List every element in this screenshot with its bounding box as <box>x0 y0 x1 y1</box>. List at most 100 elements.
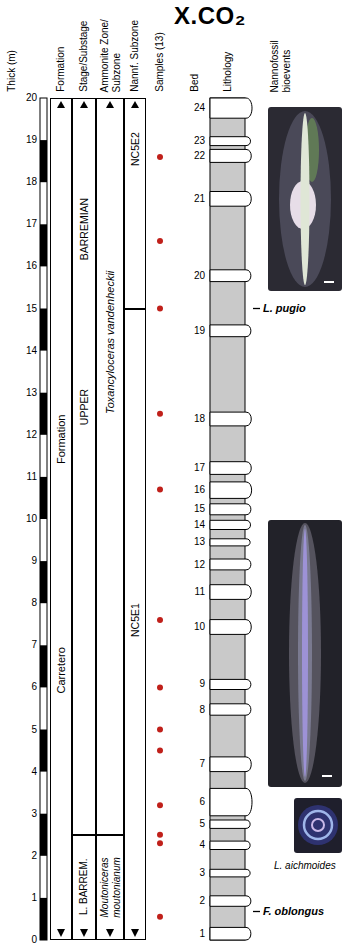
nannofossil-photo <box>268 107 342 291</box>
coccolith-ring <box>312 819 324 831</box>
arrow-up <box>131 101 139 108</box>
bed-number: 16 <box>181 484 205 496</box>
unit-name: Formation <box>55 379 68 499</box>
bed-number: 18 <box>181 413 205 425</box>
bioevent-tick <box>253 911 260 912</box>
stratigraphic-unit-box: NC5E1 <box>124 309 146 941</box>
limestone-bed <box>210 462 251 475</box>
limestone-bed <box>210 620 251 635</box>
coccolith-tint <box>298 525 312 781</box>
bed-number: 6 <box>181 796 205 808</box>
limestone-bed <box>210 192 251 207</box>
thickness-tick-label: 16 <box>14 260 37 272</box>
column-header: Formation <box>55 2 67 92</box>
arrow-up <box>106 101 114 108</box>
thickness-tick-label: 19 <box>14 134 37 146</box>
bed-number: 13 <box>181 536 205 548</box>
limestone-bed <box>210 788 252 815</box>
scale-segment <box>40 140 47 182</box>
scale-segment <box>40 224 47 266</box>
limestone-bed <box>210 585 251 600</box>
bed-number: 14 <box>181 519 205 531</box>
sample-dot <box>157 802 163 808</box>
column-header: Thick (m) <box>6 2 18 92</box>
limestone-bed <box>210 927 251 940</box>
thickness-tick-label: 12 <box>14 429 37 441</box>
limestone-bed <box>210 559 251 570</box>
scale-bar <box>40 98 47 940</box>
thickness-tick-label: 5 <box>14 724 37 736</box>
stratigraphic-unit-box: Moutoniceras moutonianum <box>96 835 124 940</box>
stratigraphic-unit-box: Carretero Formation <box>50 98 72 940</box>
scale-segment <box>40 309 47 351</box>
limestone-bed <box>210 841 250 849</box>
sample-dots <box>157 154 163 920</box>
column-header: Bed <box>189 2 201 92</box>
bioevent-label: F. oblongus <box>263 905 324 918</box>
thickness-tick-label: 13 <box>14 387 37 399</box>
limestone-bed <box>210 757 251 772</box>
thickness-tick-label: 14 <box>14 345 37 357</box>
sample-dot <box>157 832 163 838</box>
limestone-bed <box>210 539 250 546</box>
bed-number: 17 <box>181 462 205 474</box>
coccolith-body <box>279 111 331 287</box>
scale-segment <box>40 561 47 603</box>
thickness-tick-label: 15 <box>14 303 37 315</box>
scale-segment <box>40 814 47 856</box>
bed-number: 7 <box>181 758 205 770</box>
column-header: Ammonite Zone/ Subzone <box>99 2 122 92</box>
photo-ground <box>294 798 342 853</box>
unit-name: L. BARREM. <box>78 838 90 936</box>
thickness-tick-label: 0 <box>14 934 37 946</box>
thickness-tick-label: 11 <box>14 471 37 483</box>
thickness-tick-label: 8 <box>14 597 37 609</box>
thickness-tick-label: 7 <box>14 639 37 651</box>
limestone-bed <box>210 704 251 715</box>
bed-number: 22 <box>181 150 205 162</box>
unit-name: Carretero <box>55 610 68 730</box>
scale-segment <box>40 645 47 687</box>
stratigraphic-unit-box: NC5E2 <box>124 98 146 309</box>
sample-dot <box>157 306 163 312</box>
photo-ground <box>268 107 342 291</box>
sample-dot <box>157 684 163 690</box>
limestone-bed <box>210 869 250 877</box>
unit-name: Toxancyloceras vandenheckii <box>104 232 117 452</box>
stratigraphic-unit-box: L. BARREM. <box>72 835 96 940</box>
bioevent-label: L. aichmoides <box>274 860 336 872</box>
bed-number: 11 <box>181 586 205 598</box>
scale-segment <box>40 393 47 435</box>
scale-segment <box>40 730 47 772</box>
arrow-down <box>57 929 65 937</box>
photo-scale-bar <box>322 775 332 777</box>
continuation-arrows <box>57 101 139 937</box>
stratigraphic-unit-box: Toxancyloceras vandenheckii <box>96 98 124 835</box>
bed-number: 21 <box>181 193 205 205</box>
thickness-tick-label: 9 <box>14 555 37 567</box>
thickness-tick-label: 10 <box>14 513 37 525</box>
bed-number: 20 <box>181 270 205 282</box>
bed-number: 2 <box>181 895 205 907</box>
limestone-beds <box>210 98 252 940</box>
arrow-down <box>80 929 88 937</box>
limestone-bed <box>210 896 251 907</box>
bed-number: 9 <box>181 678 205 690</box>
coccolith-spine <box>302 529 308 777</box>
photo-scale-bar <box>324 281 334 283</box>
limestone-bed <box>210 325 251 337</box>
diagram-title: X.CO₂ <box>174 2 246 30</box>
limestone-bed <box>210 137 251 146</box>
thickness-tick-label: 3 <box>14 808 37 820</box>
sample-dot <box>157 487 163 493</box>
thickness-tick-label: 20 <box>14 92 37 104</box>
sample-dot <box>157 238 163 244</box>
coccolith-body <box>289 523 321 783</box>
coccolith-body <box>298 805 338 845</box>
thickness-tick-label: 1 <box>14 892 37 904</box>
column-header: Samples (13) <box>154 2 166 92</box>
limestone-bed <box>210 679 251 689</box>
bioevent-tick <box>253 308 260 309</box>
limestone-bed <box>210 820 250 828</box>
